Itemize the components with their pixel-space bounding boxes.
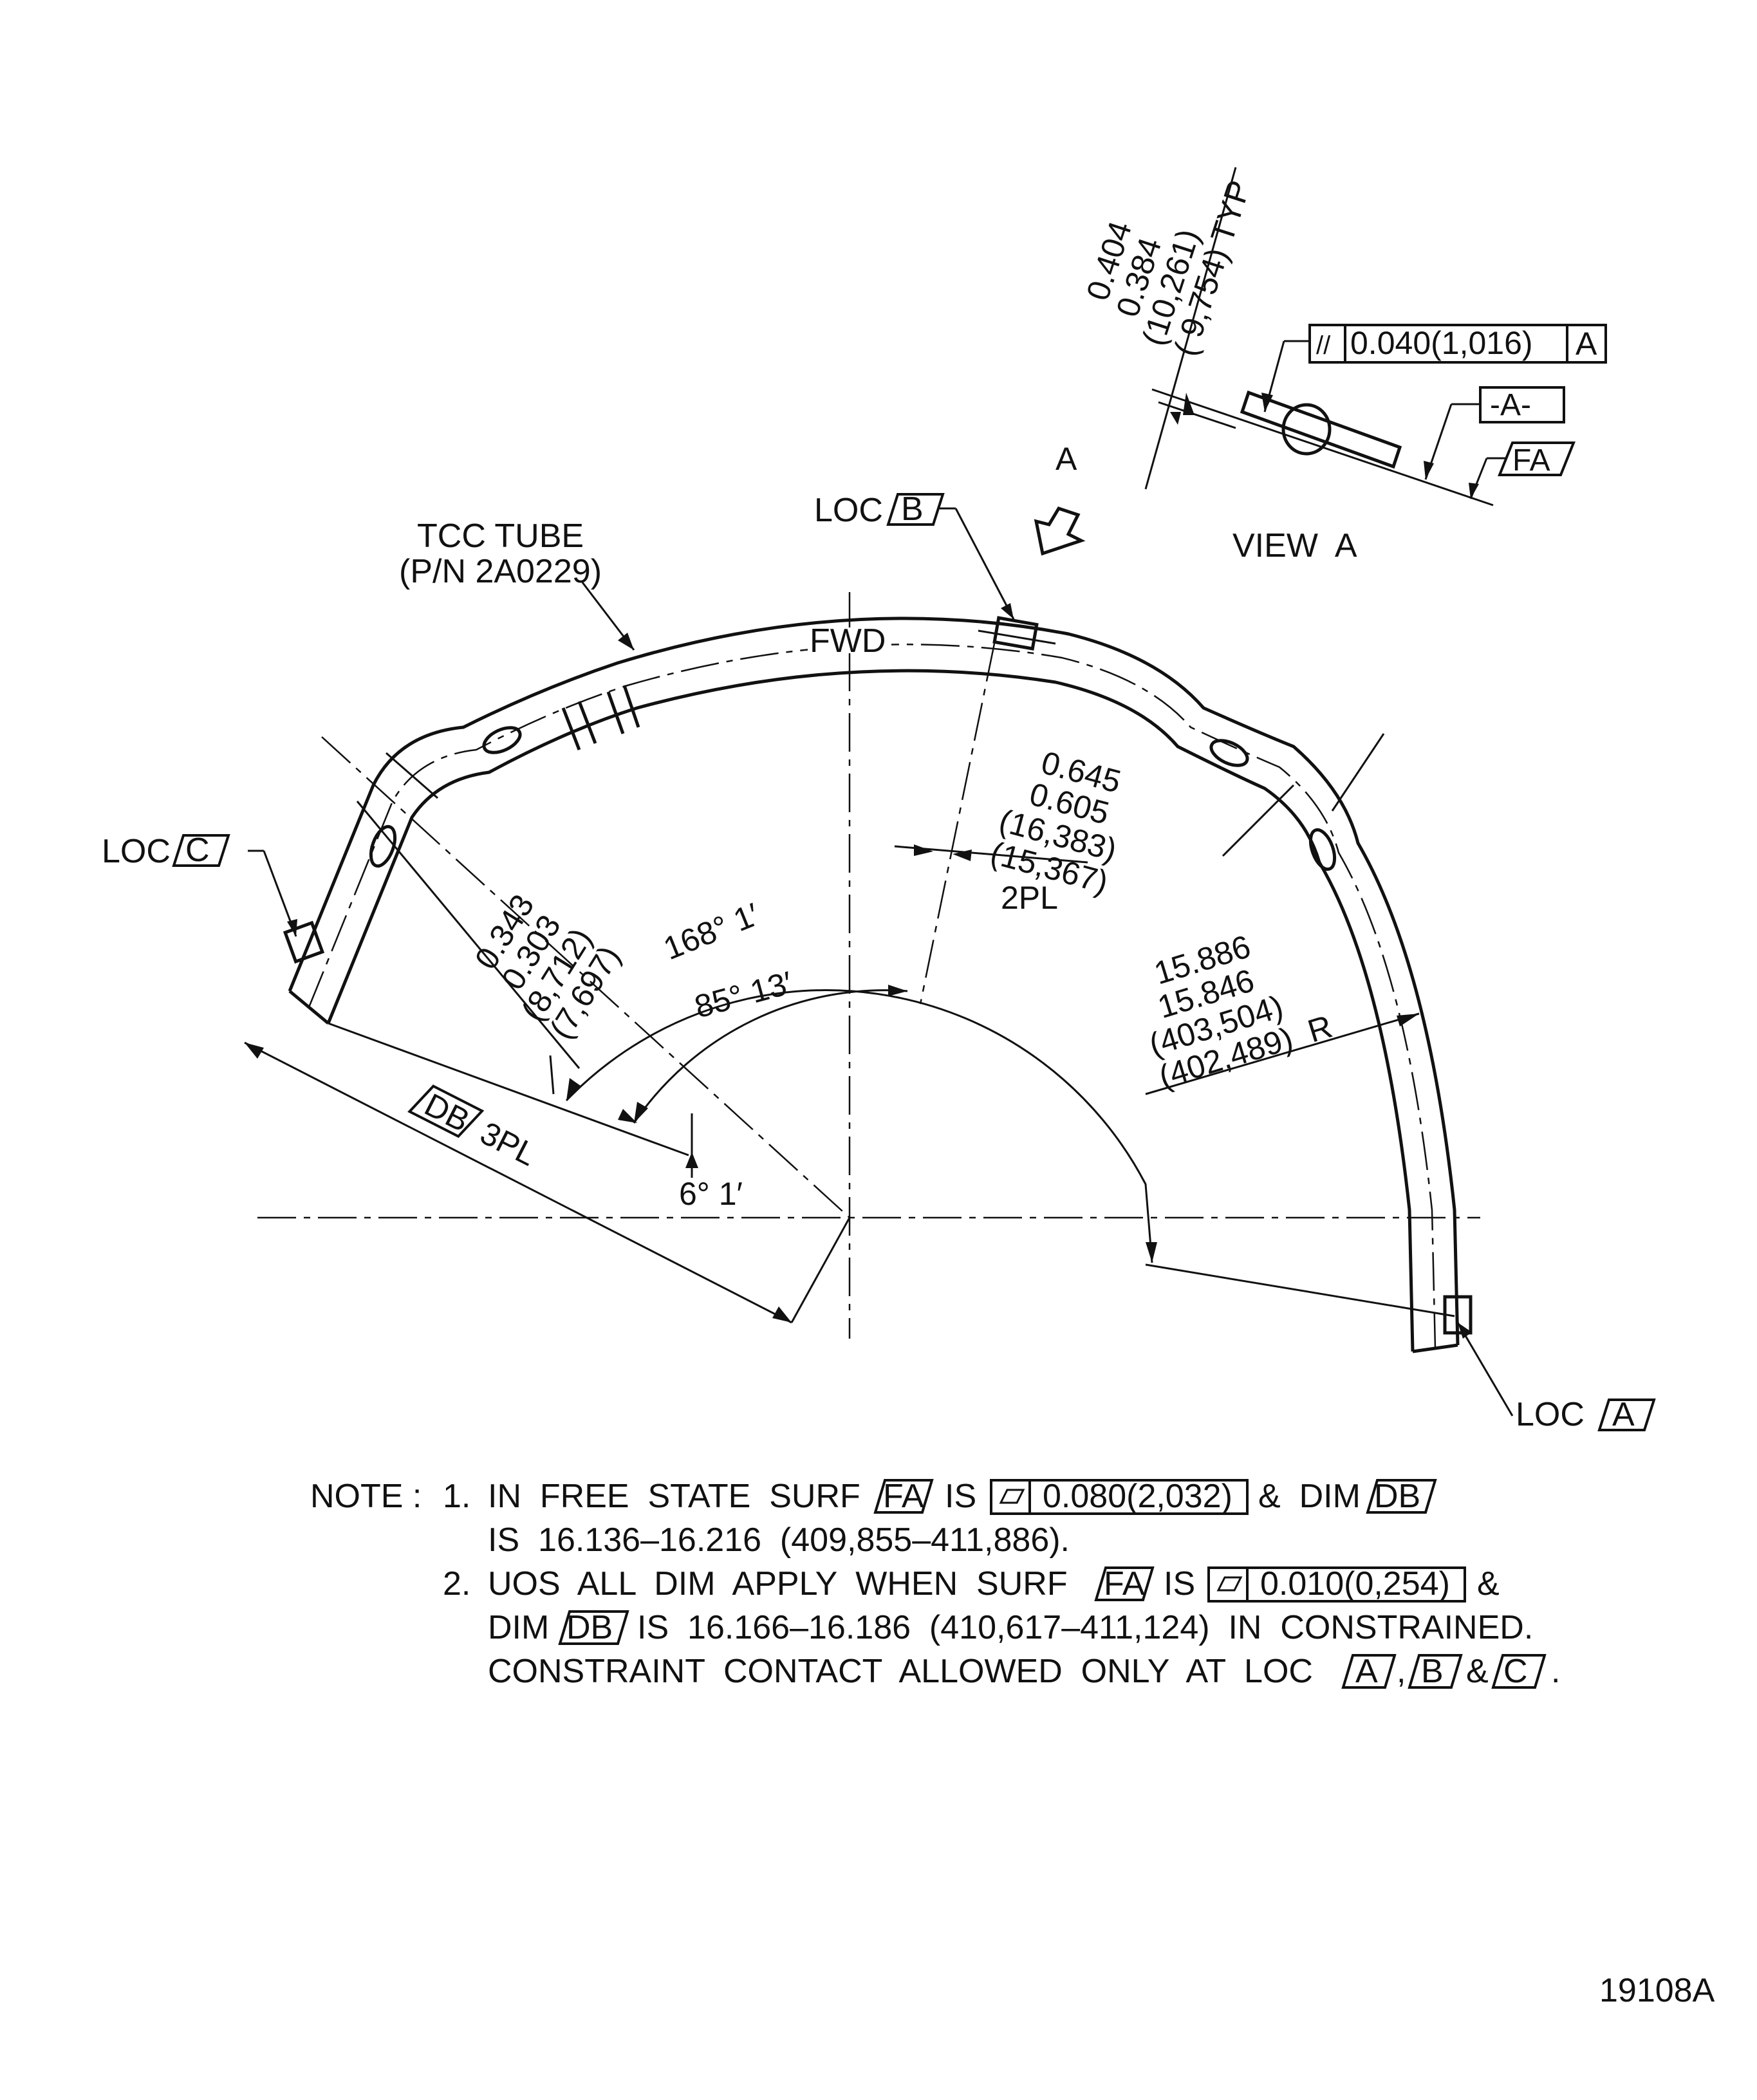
loc-clip-c [283,920,325,964]
note2-line2: IS 16.166–16.186 (410,617–411,124) IN CO… [637,1609,1533,1646]
note1-db: DB [1374,1478,1420,1515]
note2-end: . [1551,1653,1560,1690]
angle-6: 6° 1′ [679,1176,743,1212]
loc-a-letter: A [1612,1396,1635,1433]
dim-b-offset: 0.645 0.605 (16,383) (15,367) [987,745,1124,901]
loc-a-label: LOC A [1516,1396,1656,1433]
note1-text-a: IN FREE STATE SURF [488,1478,860,1515]
view-a-arrow-letter: A [1055,441,1077,477]
note2-line3: CONSTRAINT CONTACT ALLOWED ONLY AT LOC [488,1653,1313,1690]
note1-num: 1. [443,1478,470,1515]
dim-b-count: 2PL [1001,880,1058,916]
note2-is: IS [1164,1565,1195,1603]
db-count: 3PL [474,1115,542,1173]
tube-body [288,617,1460,1353]
note2-c-box: C [1503,1653,1528,1690]
note-prefix: NOTE : [310,1478,422,1515]
loc-c-letter: C [185,832,210,869]
view-a-fcf: // 0.040(1,016) A [1308,324,1607,364]
note1-line2: IS 16.136–16.216 (409,855–411,886). [488,1521,1070,1559]
radius-dims: 15.886 15.846 (403,504) (402,489) R [1145,928,1336,1095]
note1-amp: & DIM [1258,1478,1361,1515]
loc-b-letter: B [901,490,924,528]
view-a-dims: 0.404 0.384 (10,261) ( 9,754) TYP [1079,176,1258,360]
note2-num: 2. [443,1565,470,1603]
note1-tol: 0.080(2,032) [1043,1478,1232,1515]
notes: NOTE : 1. IN FREE STATE SURF FA IS 0.080… [310,1478,1560,1690]
loc-b-label: LOC B [814,490,945,529]
note2-comma: , [1397,1653,1406,1690]
note2-fa: FA [1104,1565,1145,1603]
loc-clip-b [978,616,1056,651]
note2-b-box: B [1421,1653,1444,1690]
view-a-label: VIEW A [1232,527,1357,564]
loc-c-label: LOC C [102,832,230,870]
note2-dim: DIM [488,1609,549,1646]
loc-b-prefix: LOC [814,492,883,529]
loc-c-prefix: LOC [102,833,171,870]
surf-fa-label: FA [1512,443,1550,478]
note2-a-box: A [1355,1653,1378,1690]
fcf-datum: A [1576,326,1597,362]
note2-and: & [1466,1653,1489,1690]
dimension-lines [244,733,1455,1324]
dim-c-offset: 0.343 0.303 (8,712) (7,697) [468,888,628,1045]
note2-text-a: UOS ALL DIM APPLY WHEN SURF [488,1565,1068,1603]
datum-a-box: -A- [1479,386,1565,423]
surf-fa-box: FA [1498,441,1576,478]
note1-is: IS [945,1478,976,1515]
tube-label-2: (P/N 2A0229) [399,553,602,590]
figure-number: 19108A [1599,1972,1715,2009]
note2-tol: 0.010(0,254) [1260,1565,1450,1603]
center-lines [257,592,1480,1339]
angle-168: 168° 1′ [658,896,764,967]
leaders [248,506,1514,1417]
fcf-parallel-symbol: // [1316,331,1331,360]
fcf-tolerance: 0.040(1,016) [1350,325,1533,361]
note2-amp: & [1477,1565,1500,1603]
tube-label-1: TCC TUBE [417,517,584,555]
note1-fa: FA [883,1478,924,1515]
datum-a-label: -A- [1490,388,1531,422]
angle-85: 85° 13′ [691,965,796,1025]
fwd-label: FWD [810,622,886,660]
loc-a-prefix: LOC [1516,1396,1585,1433]
note2-db: DB [566,1609,613,1646]
view-a-detail [1144,167,1506,506]
